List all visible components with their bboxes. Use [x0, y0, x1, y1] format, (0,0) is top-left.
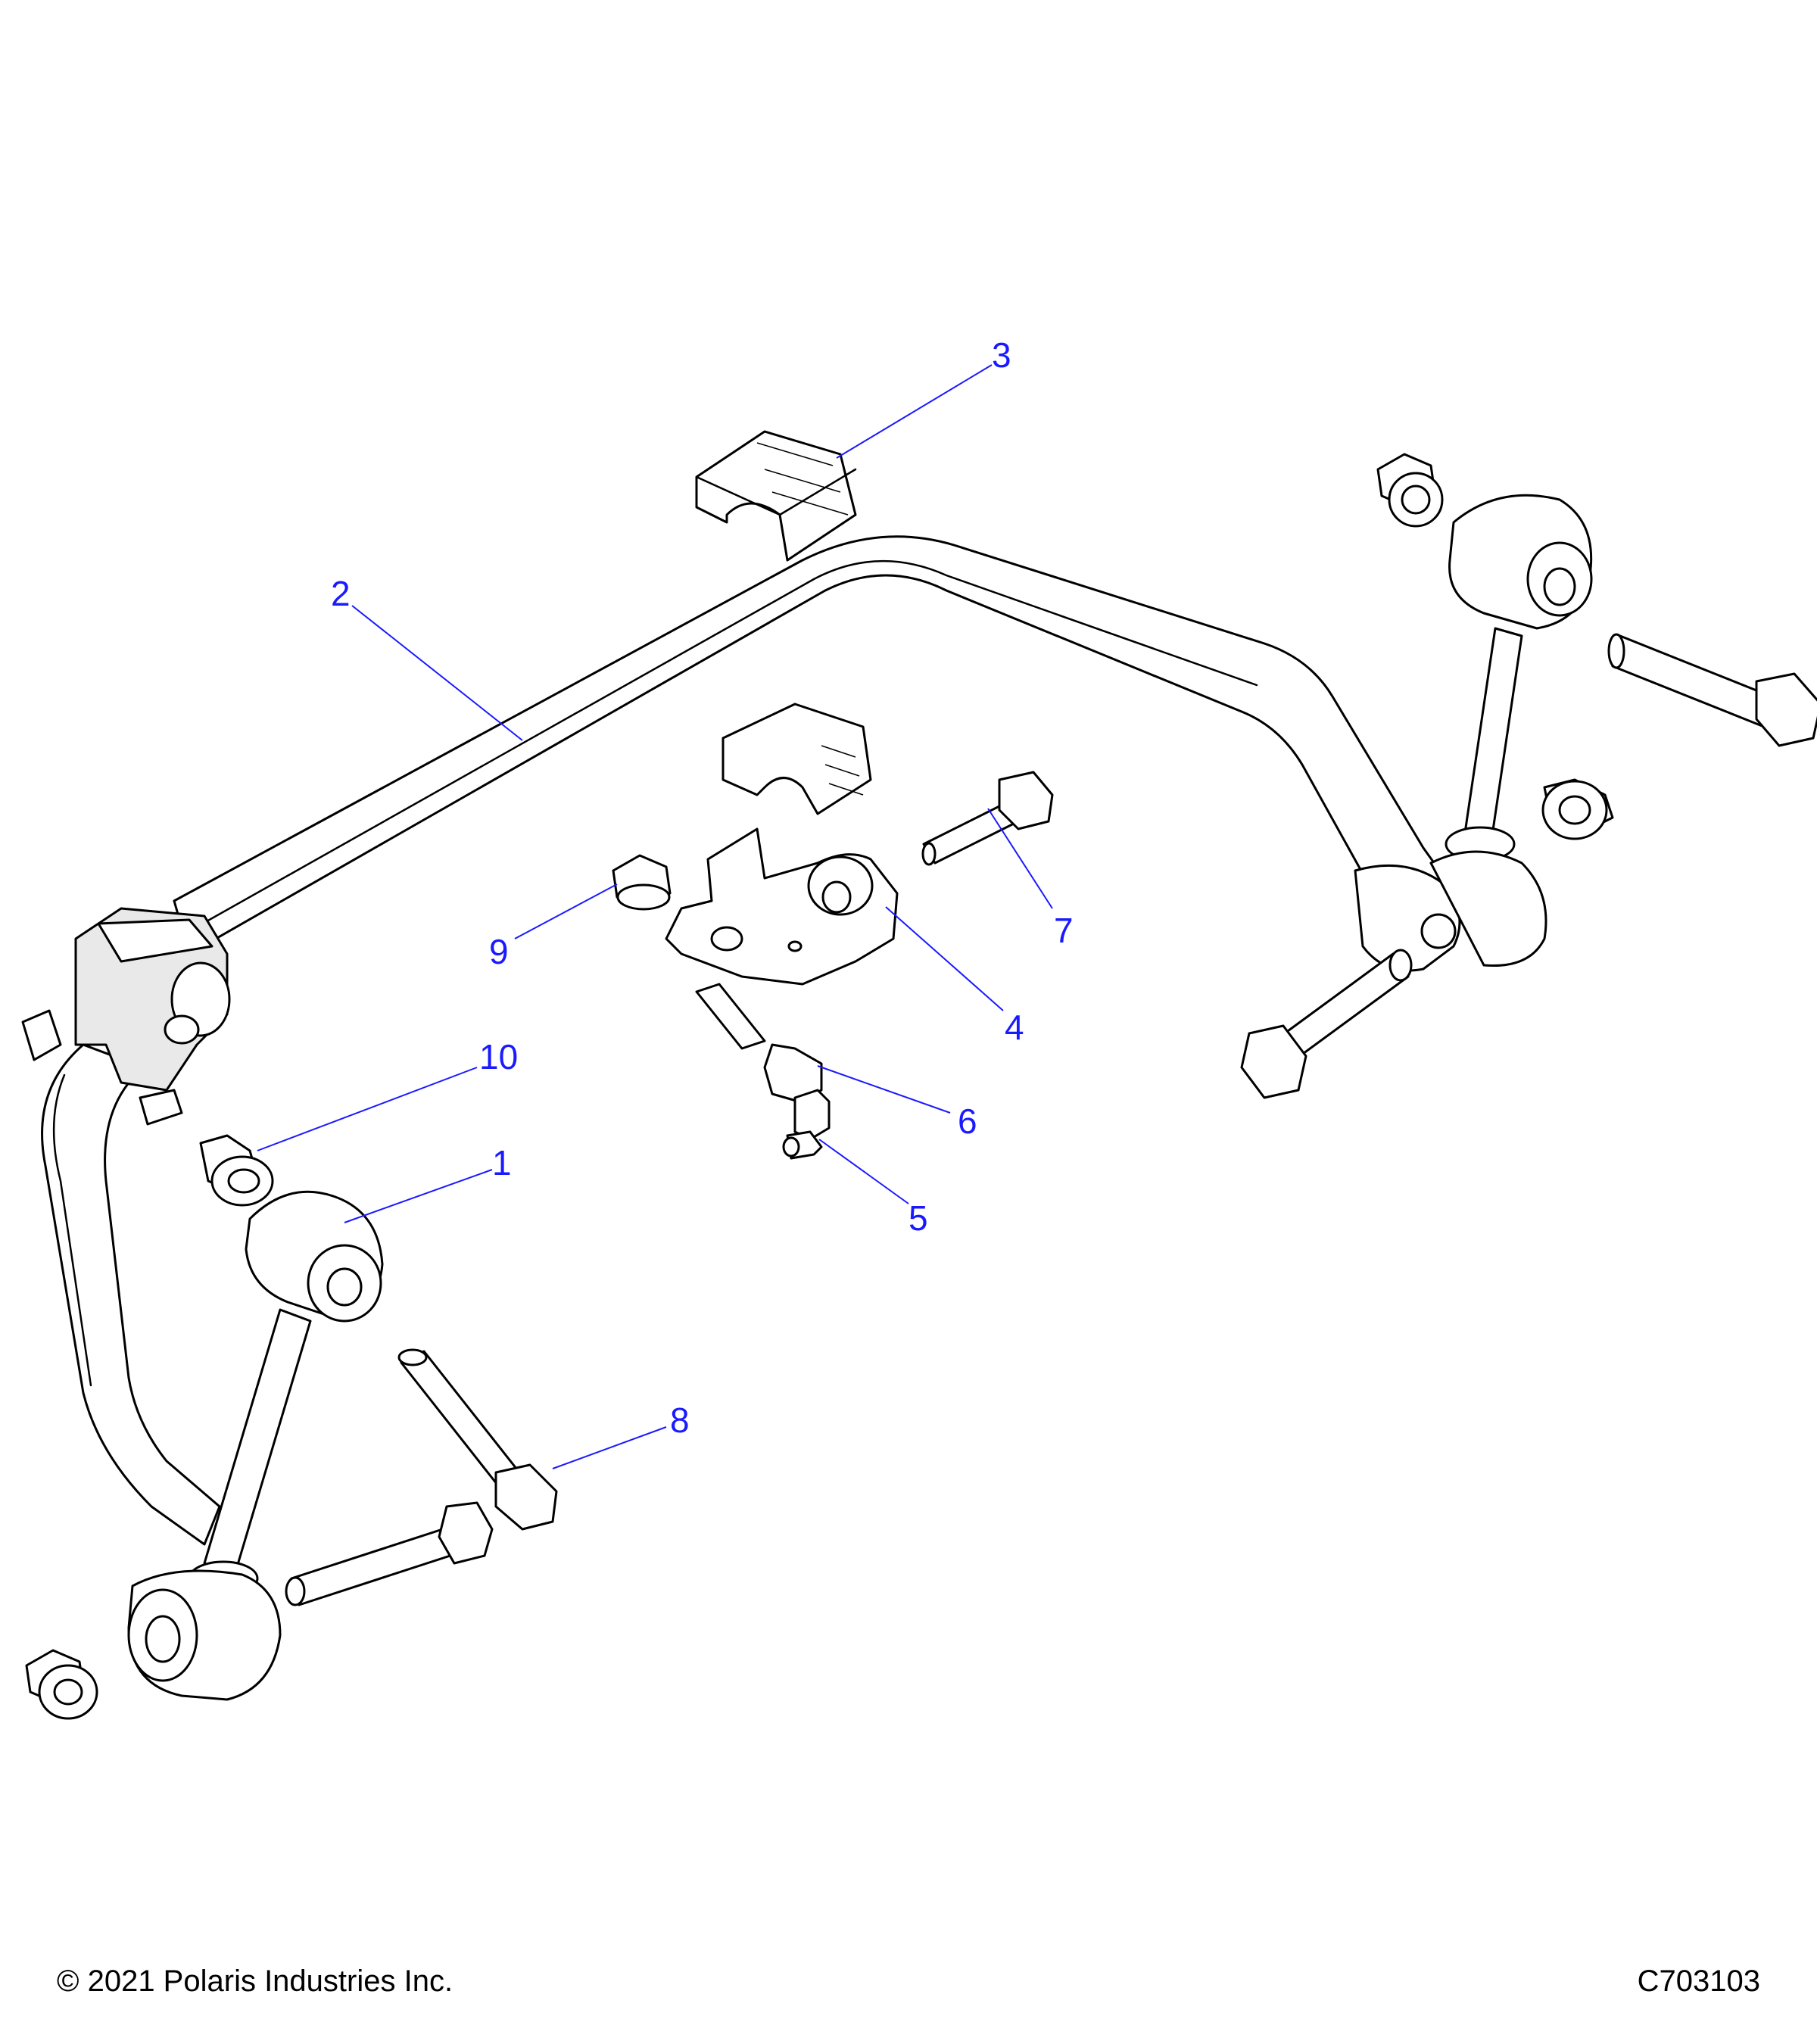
bolt-7: [921, 771, 1054, 866]
lower-bushing: [722, 703, 872, 815]
bolt-8: [397, 1348, 558, 1531]
right-link-nut-upper: [1376, 453, 1444, 528]
flange-nut-10: [199, 1134, 274, 1207]
callout-8: 8: [670, 1401, 690, 1440]
grease-fitting-5: [782, 1089, 831, 1160]
leader-3: [836, 364, 993, 459]
leader-4: [885, 906, 1004, 1011]
callout-2: 2: [331, 574, 351, 613]
flange-nut-9: [612, 854, 672, 911]
callout-10: 10: [479, 1037, 518, 1077]
leader-2: [351, 605, 523, 741]
callout-4: 4: [1005, 1008, 1024, 1047]
right-link-bolt-lower: [1240, 949, 1413, 1099]
upper-bushing: [695, 430, 857, 562]
callout-3: 3: [992, 335, 1011, 375]
leader-7: [987, 808, 1053, 909]
callout-9: 9: [489, 932, 509, 971]
callout-7: 7: [1054, 911, 1074, 950]
right-link-nut-lower: [1541, 778, 1614, 840]
leader-10: [257, 1067, 478, 1151]
leader-6: [817, 1065, 951, 1114]
mounting-bracket: [665, 827, 899, 986]
drawing-number: C703103: [1637, 1965, 1760, 1998]
stabilizer-bar: [41, 535, 1463, 1546]
callout-6: 6: [958, 1101, 977, 1141]
copyright-notice: © 2021 Polaris Industries Inc.: [57, 1965, 453, 1998]
callout-5: 5: [908, 1198, 928, 1238]
leader-9: [514, 883, 618, 939]
left-link-bolt-lower: [285, 1501, 494, 1606]
bolt-6: [695, 983, 823, 1103]
bar-end-clamp: [21, 907, 231, 1126]
stabilizer-link-left: [127, 1190, 384, 1701]
leader-1: [344, 1169, 493, 1223]
right-link-bolt-upper: [1607, 633, 1817, 747]
left-link-nut-lower: [25, 1649, 98, 1720]
callout-labels: 3 2 9 7 4 6 10 5 1 8: [331, 335, 1074, 1440]
stabilizer-link-right: [1429, 494, 1593, 967]
leader-8: [552, 1426, 667, 1469]
callout-leaders: [257, 364, 1053, 1469]
callout-1: 1: [492, 1143, 512, 1182]
leader-5: [818, 1139, 909, 1204]
